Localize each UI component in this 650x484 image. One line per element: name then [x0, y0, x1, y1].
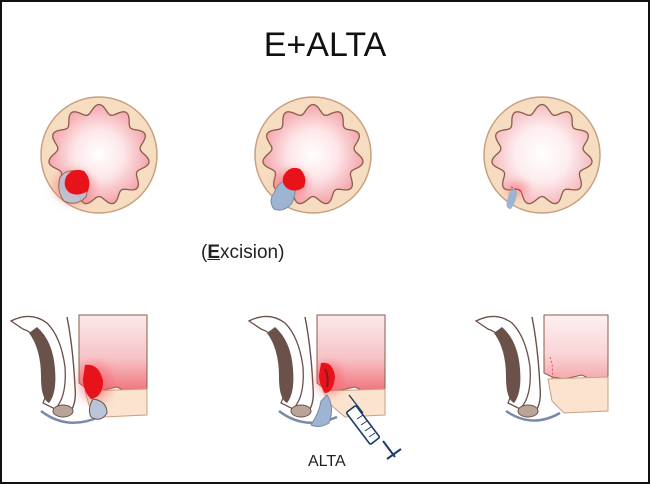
internal-sphincter: [532, 317, 540, 415]
excision-label: (Excision): [201, 242, 284, 264]
cross-section-before: [38, 97, 164, 219]
excision-close-paren: ): [278, 242, 284, 263]
anoderm-skin: [548, 377, 608, 413]
excision-rest: xcision: [220, 242, 278, 263]
excision-emphasis-letter: E: [207, 242, 220, 263]
diagram-title: E+ALTA: [2, 26, 648, 65]
subcutaneous-sphincter: [53, 405, 73, 417]
subcutaneous-sphincter: [291, 405, 311, 417]
longitudinal-excision-alta: [245, 307, 415, 467]
healing-glow: [501, 177, 533, 201]
subcutaneous-sphincter: [518, 405, 538, 417]
internal-sphincter: [305, 317, 313, 415]
longitudinal-after: [472, 307, 617, 429]
cross-section-excision: [252, 97, 378, 219]
alta-label: ALTA: [308, 453, 346, 471]
longitudinal-before: [7, 307, 152, 429]
excision-wound: [311, 395, 332, 427]
cross-section-after: [481, 97, 607, 219]
rectal-wall: [544, 315, 608, 381]
internal-sphincter: [67, 317, 75, 415]
